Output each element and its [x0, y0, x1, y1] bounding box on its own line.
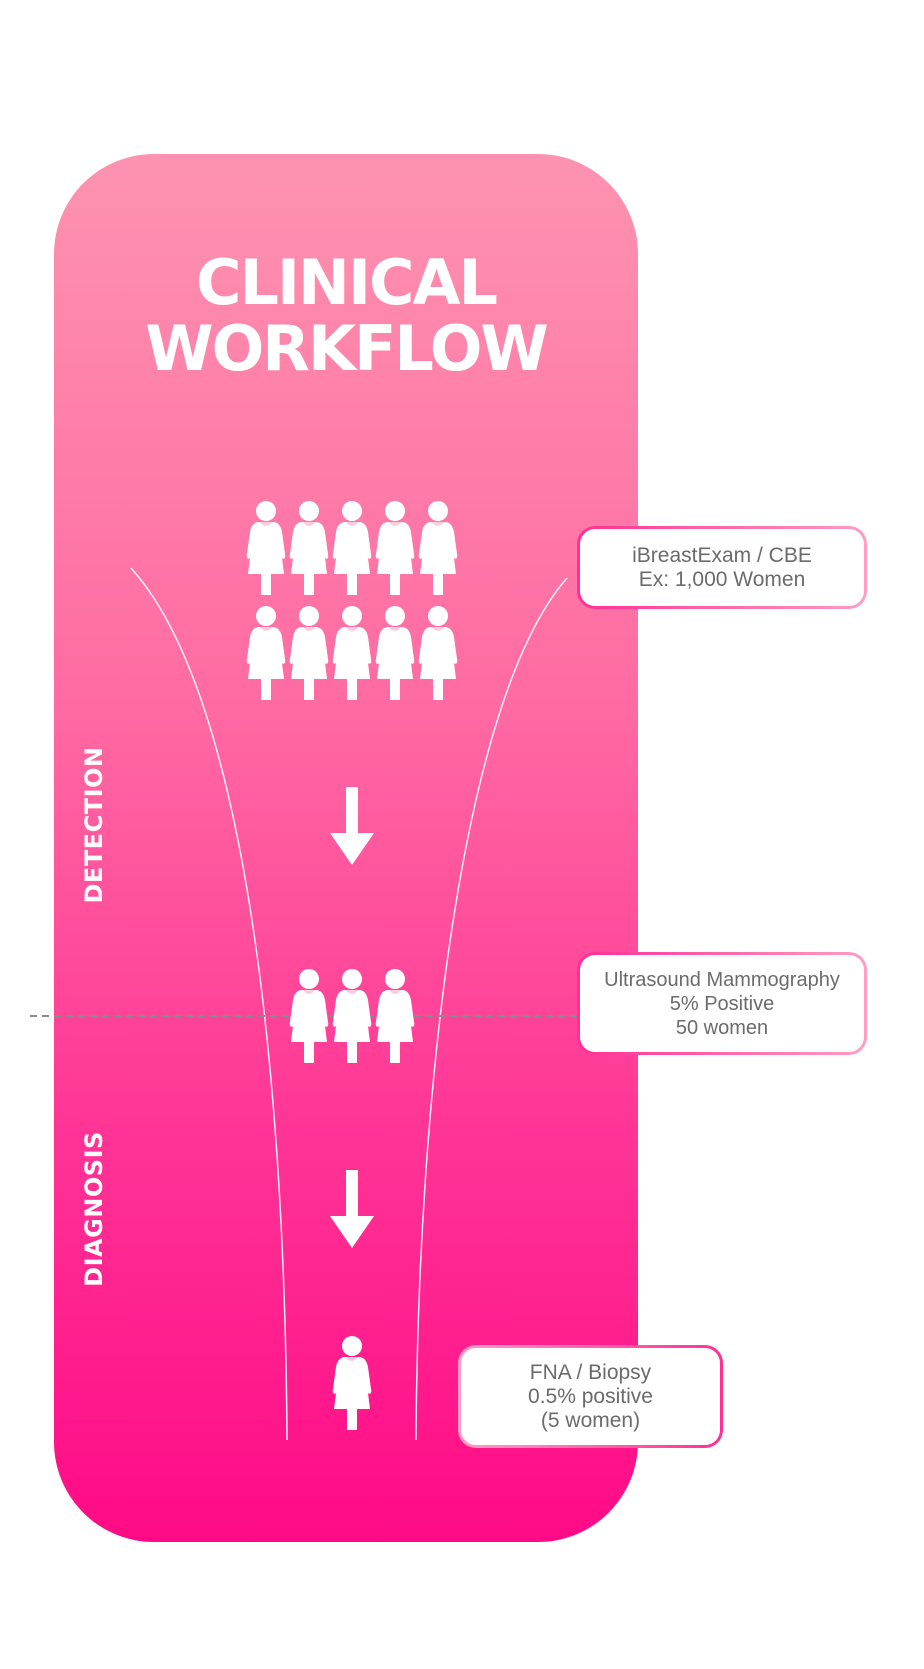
woman-icon [332, 969, 372, 1063]
arrow-down-icon [330, 787, 374, 865]
woman-icon [375, 606, 415, 700]
woman-icon [375, 969, 415, 1063]
woman-icon [332, 606, 372, 700]
woman-icon [375, 501, 415, 595]
callout-imaging-line-2: 5% Positive [669, 992, 775, 1015]
callout-screening: iBreastExam / CBE Ex: 1,000 Women [577, 526, 867, 609]
funnel-line-left [130, 567, 288, 1441]
callout-imaging-line-3: 50 women [675, 1016, 769, 1039]
callout-biopsy-line-1: FNA / Biopsy [529, 1360, 652, 1384]
title-line-2: WORKFLOW [145, 312, 549, 385]
woman-icon [246, 606, 286, 700]
woman-icon [332, 501, 372, 595]
callout-imaging: Ultrasound Mammography 5% Positive 50 wo… [577, 952, 867, 1055]
callout-biopsy: FNA / Biopsy 0.5% positive (5 women) [458, 1345, 723, 1448]
arrow-down-icon [330, 1170, 374, 1248]
woman-icon [289, 501, 329, 595]
woman-icon [332, 1336, 372, 1430]
woman-icon [246, 501, 286, 595]
woman-icon [289, 606, 329, 700]
callout-screening-line-1: iBreastExam / CBE [632, 543, 812, 567]
callout-imaging-line-1: Ultrasound Mammography [604, 968, 840, 991]
woman-icon [418, 501, 458, 595]
callout-screening-line-2: Ex: 1,000 Women [638, 567, 806, 591]
page-title: CLINICAL WORKFLOW [54, 250, 638, 382]
funnel-line-right [415, 577, 568, 1441]
callout-biopsy-line-3: (5 women) [540, 1408, 641, 1432]
woman-icon [289, 969, 329, 1063]
woman-icon [418, 606, 458, 700]
callout-biopsy-line-2: 0.5% positive [528, 1384, 653, 1408]
title-line-1: CLINICAL [195, 246, 498, 319]
